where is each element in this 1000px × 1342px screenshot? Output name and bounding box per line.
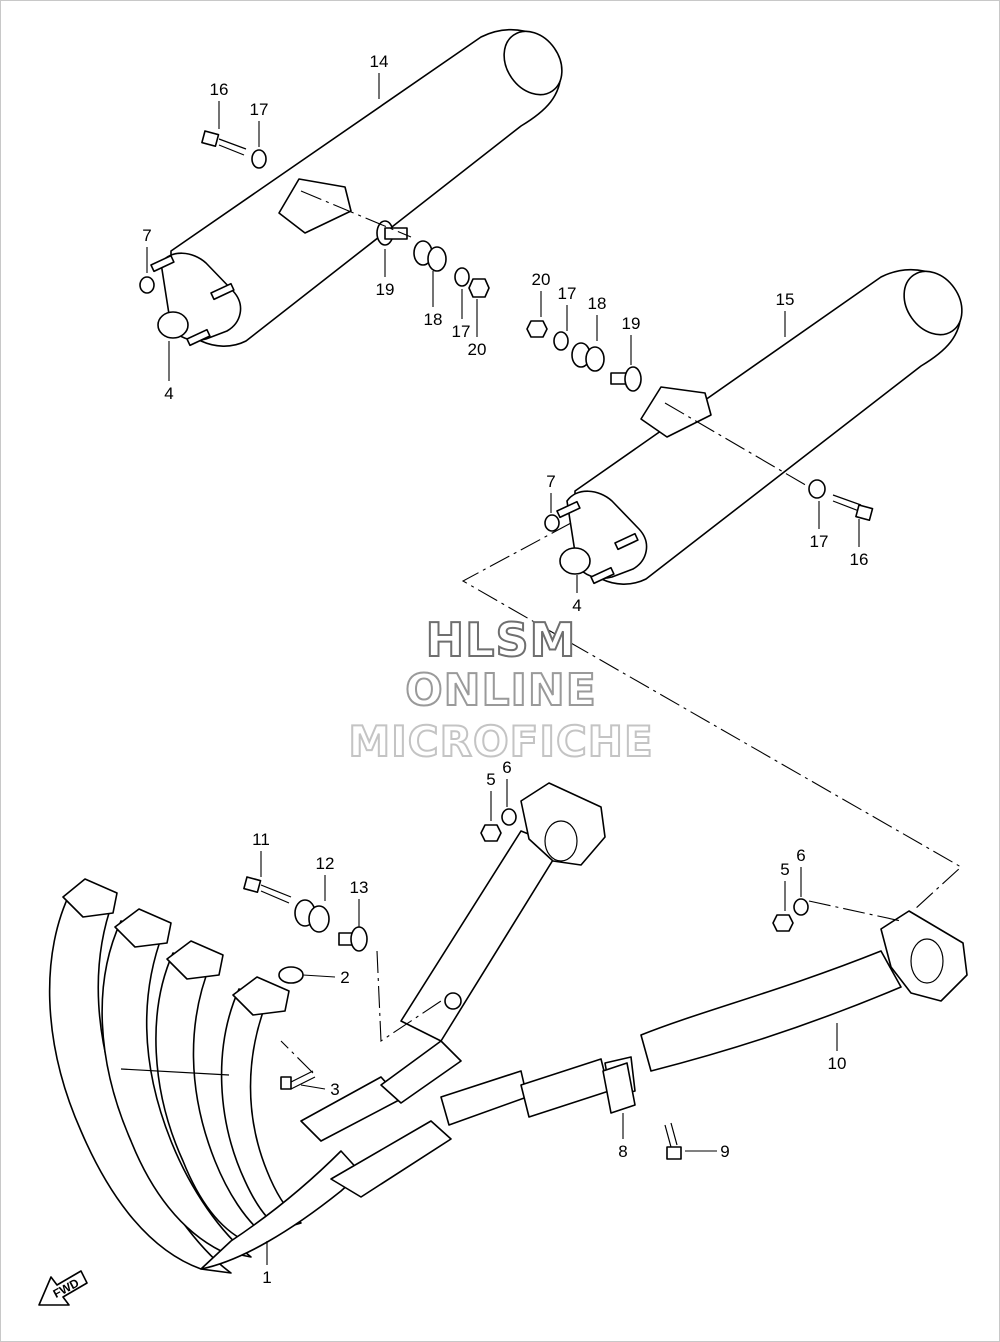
washer-17-left: [454, 267, 470, 287]
callout-14: 14: [370, 52, 389, 71]
callout-20-right: 20: [532, 270, 551, 289]
callout-leaders: [146, 73, 860, 1265]
bolt-11: [243, 876, 292, 904]
washer-17-upper: [251, 149, 267, 169]
callout-19-right: 19: [622, 314, 641, 333]
nut-20-left: [468, 278, 490, 298]
gasket-8: [602, 1062, 636, 1114]
callout-19-left: 19: [376, 280, 395, 299]
callout-8: 8: [618, 1142, 627, 1161]
callout-5-rear: 5: [780, 860, 789, 879]
washer-17-right-b: [808, 479, 826, 499]
callout-12: 12: [316, 854, 335, 873]
muffler-right: [559, 268, 963, 585]
header-pipes-1: [48, 878, 462, 1274]
callout-numbers: 14 16 17 7 4 19 18 17 20 20 17 18 19 15 …: [142, 52, 868, 1287]
callout-18-left: 18: [424, 310, 443, 329]
washer-7-right: [544, 514, 560, 532]
callout-18-right: 18: [588, 294, 607, 313]
fwd-arrow-icon: FWD: [38, 1270, 88, 1306]
bolt-16-upper: [201, 130, 247, 156]
nut-5-rear: [772, 914, 794, 932]
collar-19-right: [610, 366, 642, 392]
front-pipe-rising: [400, 782, 606, 1042]
callout-17-right-b: 17: [810, 532, 829, 551]
callout-7-right: 7: [546, 472, 555, 491]
callout-6-front: 6: [502, 758, 511, 777]
callout-7-left: 7: [142, 226, 151, 245]
callout-6-rear: 6: [796, 846, 805, 865]
callout-4-right: 4: [572, 596, 581, 615]
watermark-line-1: HLSM: [425, 612, 577, 668]
muffler-left-studs: [150, 254, 235, 347]
callout-5-front: 5: [486, 770, 495, 789]
callout-10: 10: [828, 1054, 847, 1073]
callout-9: 9: [720, 1142, 729, 1161]
callout-17-upper: 17: [250, 100, 269, 119]
watermark-line-3: MICROFICHE: [347, 716, 654, 767]
damper-12: [294, 899, 330, 933]
bolt-9: [664, 1122, 682, 1160]
callout-13: 13: [350, 878, 369, 897]
watermark-line-2: ONLINE: [404, 664, 597, 717]
callout-16-upper: 16: [210, 80, 229, 99]
callout-4-left: 4: [164, 384, 173, 403]
bolt-3: [280, 1070, 316, 1090]
callout-1: 1: [262, 1268, 271, 1287]
callout-2: 2: [340, 968, 349, 987]
washer-7-left: [139, 276, 155, 294]
nut-5-front: [480, 824, 502, 842]
damper-18-left: [413, 240, 447, 272]
washer-6-front: [501, 808, 517, 826]
muffler-left: [157, 28, 563, 347]
bolt-16-lower: [832, 494, 874, 522]
washer-6-rear: [793, 898, 809, 916]
connecting-pipe: [440, 910, 968, 1126]
callout-17-right-a: 17: [558, 284, 577, 303]
callout-11: 11: [252, 830, 270, 849]
gasket-2: [278, 966, 304, 984]
callout-15: 15: [776, 290, 795, 309]
collar-19-left: [376, 220, 408, 246]
muffler-right-studs: [556, 500, 639, 585]
damper-18-right: [571, 342, 605, 372]
callout-16-lower: 16: [850, 550, 869, 569]
callout-3: 3: [330, 1080, 339, 1099]
callout-20-left: 20: [468, 340, 487, 359]
nut-20-right: [526, 320, 548, 338]
callout-17-left: 17: [452, 322, 471, 341]
collar-13: [338, 926, 368, 952]
washer-17-right-a: [553, 331, 569, 351]
